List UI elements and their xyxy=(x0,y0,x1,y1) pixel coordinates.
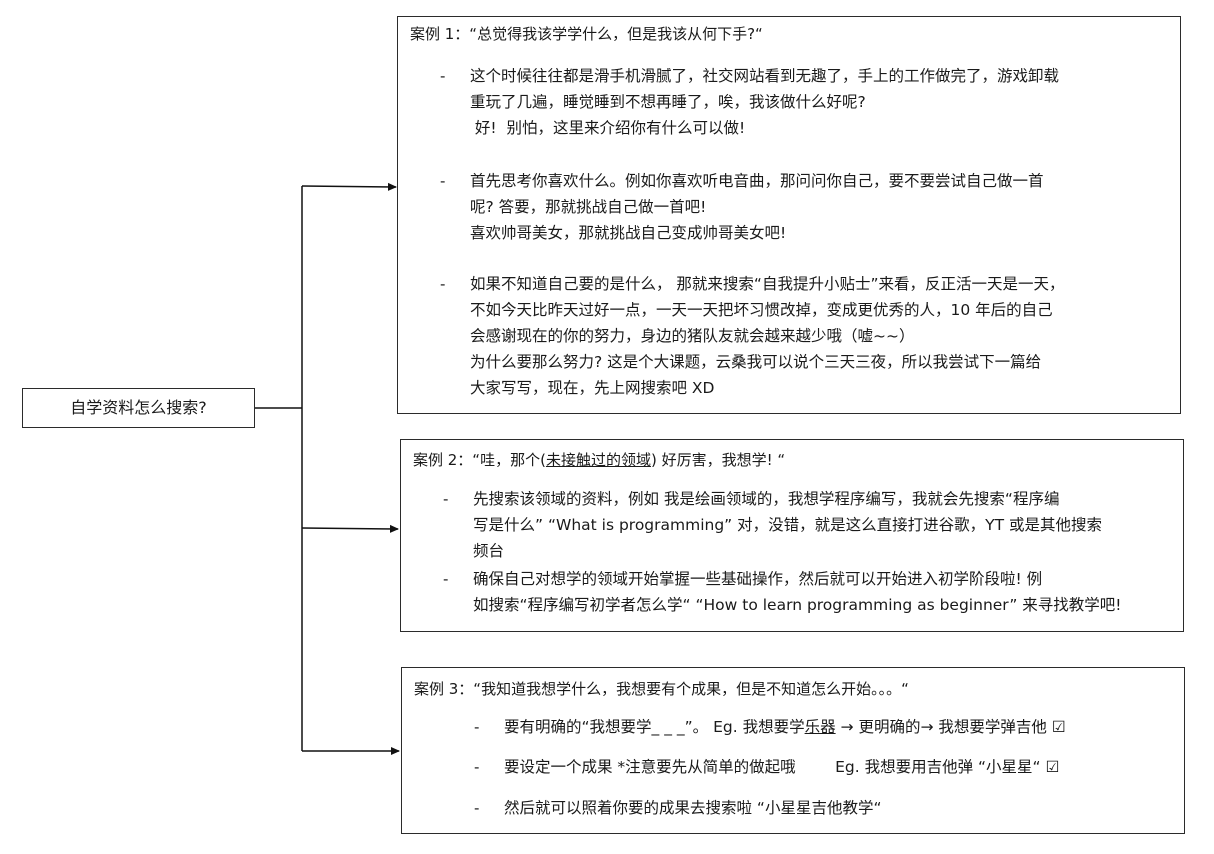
case3-item-1: 要有明确的“我想要学_ _ _”。 Eg. 我想要学乐器 → 更明确的→ 我想要… xyxy=(504,714,1066,740)
arrow-to-case2 xyxy=(301,524,399,533)
case3-title: 案例 3：“我知道我想学什么，我想要有个成果，但是不知道怎么开始。。。“ xyxy=(414,680,909,698)
text-line: 呢? 答要，那就挑战自己做一首吧! xyxy=(470,198,707,216)
text-line: 首先思考你喜欢什么。例如你喜欢听电音曲，那问问你自己，要不要尝试自己做一首 xyxy=(470,172,1044,190)
text-line: 这个时候往往都是滑手机滑腻了，社交网站看到无趣了，手上的工作做完了，游戏卸载 xyxy=(470,67,1060,85)
text-line: 确保自己对想学的领域开始掌握一些基础操作，然后就可以开始进入初学阶段啦! 例 xyxy=(473,570,1043,588)
bullet-dash: - xyxy=(440,67,446,85)
text-line: 会感谢现在的你的努力，身边的猪队友就会越来越少哦（嘘~~） xyxy=(470,327,915,345)
case2-item-2: 确保自己对想学的领域开始掌握一些基础操作，然后就可以开始进入初学阶段啦! 例 如… xyxy=(473,566,1122,618)
text-segment: 要有明确的“我想要学_ _ _”。 Eg. 我想要学 xyxy=(504,718,805,736)
case3-box: 案例 3：“我知道我想学什么，我想要有个成果，但是不知道怎么开始。。。“ - 要… xyxy=(401,667,1185,834)
case1-title: 案例 1：“总觉得我该学学什么，但是我该从何下手?“ xyxy=(410,25,763,43)
title-underlined-text: 未接触过的领域 xyxy=(545,451,651,469)
bullet-dash: - xyxy=(443,570,449,588)
text-line: 频台 xyxy=(473,542,505,560)
text-line: 先搜索该领域的资料，例如 我是绘画领域的，我想学程序编写，我就会先搜索“程序编 xyxy=(473,490,1060,508)
case1-item-1: 这个时候往往都是滑手机滑腻了，社交网站看到无趣了，手上的工作做完了，游戏卸载 重… xyxy=(470,63,1059,141)
root-label: 自学资料怎么搜索? xyxy=(70,398,207,417)
underlined-text: 乐器 xyxy=(804,718,836,736)
bullet-dash: - xyxy=(443,490,449,508)
bullet-dash: - xyxy=(474,718,480,736)
case3-item-3: 然后就可以照着你要的成果去搜索啦 “小星星吉他教学“ xyxy=(504,799,882,817)
bullet-dash: - xyxy=(440,172,446,190)
case3-item-2: 要设定一个成果 *注意要先从简单的做起哦 Eg. 我想要用吉他弹 “小星星“ ☑ xyxy=(504,758,1060,776)
case2-title: 案例 2：“哇，那个(未接触过的领域) 好厉害，我想学! “ xyxy=(413,449,785,470)
title-text: 案例 2：“哇，那个( xyxy=(413,451,546,469)
case2-box: 案例 2：“哇，那个(未接触过的领域) 好厉害，我想学! “ - 先搜索该领域的… xyxy=(400,439,1184,632)
text-line: 好! 别怕，这里来介绍你有什么可以做! xyxy=(470,119,746,137)
case1-item-2: 首先思考你喜欢什么。例如你喜欢听电音曲，那问问你自己，要不要尝试自己做一首 呢?… xyxy=(470,168,1044,246)
text-line: 重玩了几遍，睡觉睡到不想再睡了，唉，我该做什么好呢? xyxy=(470,93,866,111)
text-line: 喜欢帅哥美女，那就挑战自己变成帅哥美女吧! xyxy=(470,224,787,242)
text-line: 大家写写，现在，先上网搜索吧 XD xyxy=(470,379,715,397)
title-text: ) 好厉害，我想学! “ xyxy=(650,451,786,469)
text-line: 如果不知道自己要的是什么， 那就来搜索“自我提升小贴士”来看，反正活一天是一天， xyxy=(470,275,1065,293)
case1-box: 案例 1：“总觉得我该学学什么，但是我该从何下手?“ - 这个时候往往都是滑手机… xyxy=(397,16,1181,414)
bullet-dash: - xyxy=(474,799,480,817)
text-line: 写是什么” “What is programming” 对，没错，就是这么直接打… xyxy=(473,516,1103,534)
bullet-dash: - xyxy=(440,275,446,293)
case1-item-3: 如果不知道自己要的是什么， 那就来搜索“自我提升小贴士”来看，反正活一天是一天，… xyxy=(470,271,1065,401)
root-node: 自学资料怎么搜索? xyxy=(22,388,255,428)
bullet-dash: - xyxy=(474,758,480,776)
case2-item-1: 先搜索该领域的资料，例如 我是绘画领域的，我想学程序编写，我就会先搜索“程序编 … xyxy=(473,486,1102,564)
text-line: 不如今天比昨天过好一点，一天一天把坏习惯改掉，变成更优秀的人，10 年后的自己 xyxy=(470,301,1053,319)
arrow-to-case1 xyxy=(301,182,397,191)
text-line: 为什么要那么努力? 这是个大课题，云桑我可以说个三天三夜，所以我尝试下一篇给 xyxy=(470,353,1042,371)
text-segment: → 更明确的→ 我想要学弹吉他 ☑ xyxy=(835,718,1066,736)
text-line: 如搜索“程序编写初学者怎么学“ “How to learn programmin… xyxy=(473,596,1122,614)
